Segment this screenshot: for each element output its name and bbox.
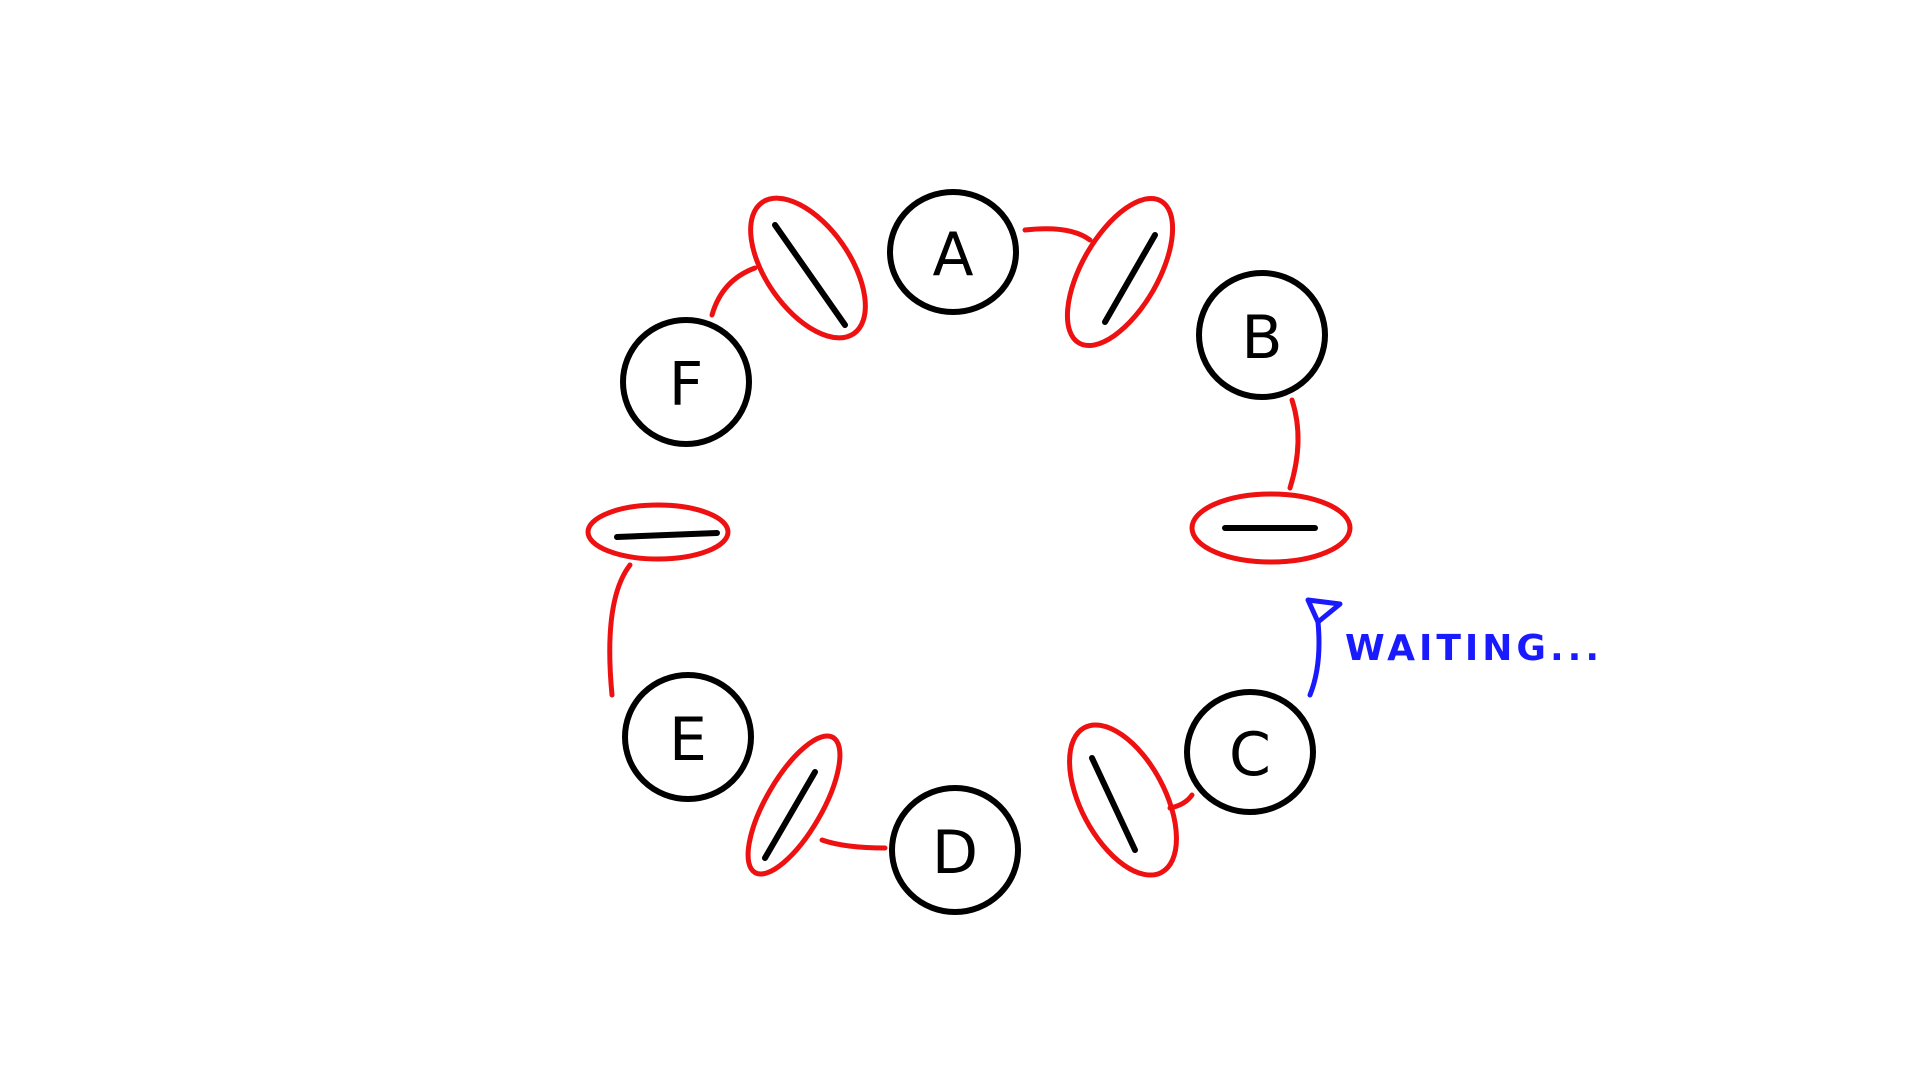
link-cd-stroke [1089,755,1138,853]
connector-link-ef-e [607,562,633,698]
node-label-d: D [932,818,978,888]
connector-a-link-ab [1022,226,1093,243]
node-e [622,672,754,802]
link-de-stroke [762,769,818,861]
node-labels: A B C D E F [669,220,1283,888]
link-fa [748,195,868,341]
node-a [887,189,1019,315]
link-bc [1189,491,1353,565]
link-ab [1064,195,1176,349]
node-label-b: B [1241,303,1282,373]
node-circles [620,189,1328,915]
link-ab-stroke [1102,232,1158,325]
link-ef [585,502,731,562]
waiting-status-text: WAITING... [1345,628,1603,669]
link-capsules [585,195,1353,878]
link-de [745,733,843,877]
arrowhead-icon [1305,597,1343,625]
connector-link-de-d [819,837,888,851]
node-label-f: F [669,350,704,420]
connector-b-link-bc [1287,397,1301,491]
link-cd [1067,722,1179,878]
node-label-a: A [932,220,973,290]
node-f [620,317,752,447]
link-fa-stroke [772,222,848,328]
node-b [1196,270,1328,400]
node-d [889,785,1021,915]
node-c [1184,689,1316,815]
waiting-arrow [1305,597,1343,698]
waiting-arrow-shaft [1307,619,1322,698]
node-label-e: E [669,705,707,775]
connector-lines [607,226,1301,851]
node-label-c: C [1229,720,1271,790]
link-ef-stroke [614,530,720,540]
link-strokes [614,222,1318,861]
connector-link-fa-f [709,265,758,318]
